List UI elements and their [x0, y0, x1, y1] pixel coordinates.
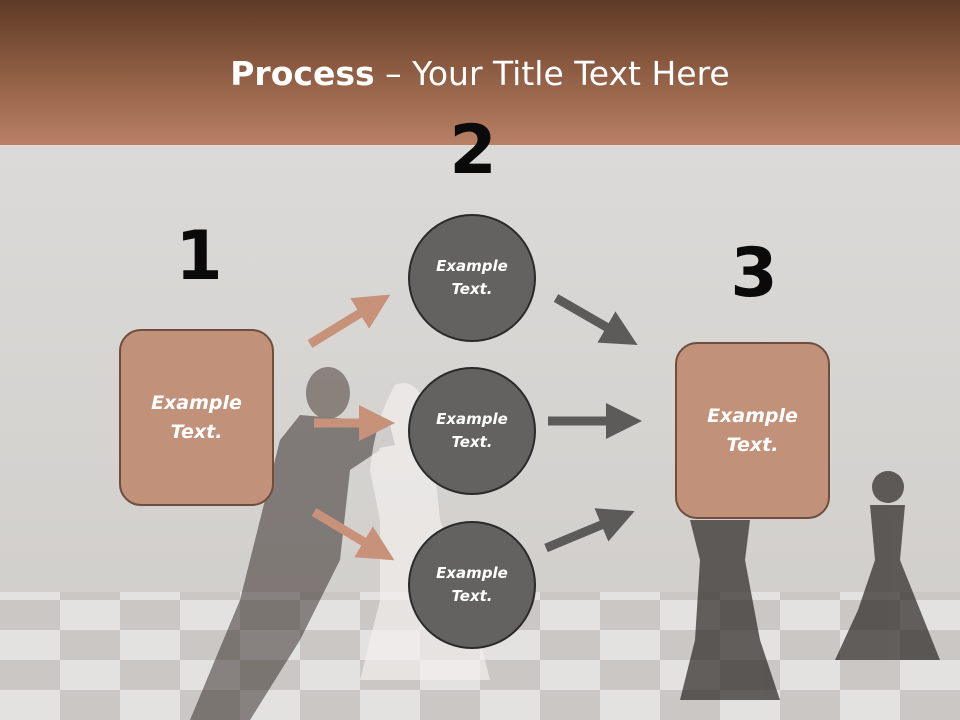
- circle-top-text: Example Text.: [436, 257, 508, 298]
- left-text-box[interactable]: Example Text.: [119, 329, 274, 506]
- title-bar: [0, 0, 960, 145]
- step-number-1: 1: [175, 217, 223, 296]
- step-number-2: 2: [449, 111, 497, 190]
- arrow-left-to-top: [307, 294, 391, 348]
- right-box-text: Example Text.: [707, 404, 798, 456]
- title-bold: Process: [230, 54, 375, 93]
- arrow-top-to-right: [553, 294, 638, 345]
- right-text-box[interactable]: Example Text.: [675, 342, 830, 519]
- arrow-bottom-to-right: [544, 508, 635, 553]
- slide-title: Process – Your Title Text Here: [0, 52, 960, 96]
- circle-bottom[interactable]: Example Text.: [408, 521, 536, 649]
- circle-bottom-text: Example Text.: [436, 564, 508, 605]
- circle-top[interactable]: Example Text.: [408, 214, 536, 342]
- arrow-left-to-bottom: [311, 508, 395, 561]
- step-number-3: 3: [730, 234, 778, 313]
- left-box-text: Example Text.: [151, 391, 242, 443]
- title-rest: – Your Title Text Here: [374, 54, 730, 93]
- black-chess-pieces: [680, 471, 940, 700]
- circle-middle[interactable]: Example Text.: [408, 367, 536, 495]
- circle-middle-text: Example Text.: [436, 410, 508, 451]
